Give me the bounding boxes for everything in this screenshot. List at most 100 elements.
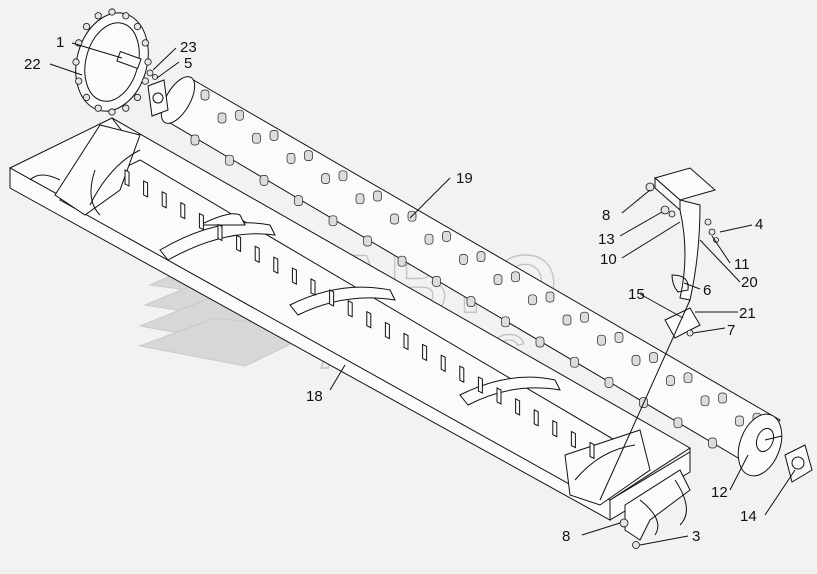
frame-tine bbox=[384, 321, 390, 340]
wheel-tooth bbox=[141, 39, 149, 47]
frame-tine bbox=[366, 310, 372, 329]
frame-tine bbox=[124, 169, 130, 187]
wheel-tooth bbox=[108, 8, 116, 16]
roller-stud bbox=[328, 215, 338, 227]
roller-stud bbox=[708, 437, 717, 449]
callout-19: 19 bbox=[456, 170, 473, 187]
callout-22: 22 bbox=[24, 56, 41, 73]
leader-lines bbox=[49, 42, 796, 546]
frame-assembly bbox=[8, 117, 691, 541]
frame-tine bbox=[143, 180, 149, 198]
roller-stud bbox=[235, 109, 244, 121]
frame-tine bbox=[477, 376, 483, 394]
left-wheel-hub bbox=[116, 50, 142, 70]
right-hub-disc bbox=[737, 413, 783, 477]
callout-3: 3 bbox=[692, 528, 700, 545]
frame-tine bbox=[310, 278, 316, 296]
roller-stud bbox=[631, 355, 641, 366]
roller-stud bbox=[700, 395, 710, 407]
wheel-tooth bbox=[122, 104, 130, 112]
callout-1: 1 bbox=[56, 34, 64, 51]
callout-5: 5 bbox=[184, 55, 192, 72]
roller-stud bbox=[397, 255, 407, 267]
wheel-tooth bbox=[133, 22, 142, 31]
roller-stud bbox=[597, 334, 606, 346]
frame-tine bbox=[329, 289, 335, 307]
wheel-tooth bbox=[94, 12, 102, 20]
roller-stud bbox=[217, 112, 227, 124]
roller-stud bbox=[666, 375, 675, 386]
roller-stud bbox=[442, 231, 451, 242]
roller-stud bbox=[390, 213, 399, 225]
roller-drum-left-end bbox=[160, 76, 196, 124]
frame-tine-row bbox=[124, 169, 595, 460]
roller-stud bbox=[673, 417, 683, 429]
callout-8-bottom: 8 bbox=[562, 528, 570, 545]
roller-stud-pattern bbox=[190, 89, 762, 469]
frame-tine bbox=[217, 223, 223, 242]
nut-8-top bbox=[645, 182, 655, 192]
roller-stud bbox=[269, 130, 279, 141]
frame-tine bbox=[570, 430, 576, 449]
frame-tine bbox=[198, 212, 204, 231]
frame-tine bbox=[422, 343, 428, 362]
roller-stud bbox=[190, 134, 200, 146]
frame-tine bbox=[291, 267, 297, 285]
frame-tine bbox=[161, 190, 167, 209]
frame-tine bbox=[347, 299, 353, 318]
roller-stud bbox=[355, 193, 365, 205]
roller-stud bbox=[545, 291, 555, 303]
callout-18: 18 bbox=[306, 388, 323, 405]
frame-tine bbox=[589, 441, 595, 460]
roller-stud bbox=[432, 276, 441, 287]
roller-stud bbox=[718, 392, 727, 404]
scraper-bracket-assembly bbox=[599, 167, 719, 501]
roller-stud bbox=[604, 377, 614, 388]
roller-stud bbox=[252, 132, 261, 144]
wheel-tooth bbox=[94, 104, 102, 112]
wheel-tooth bbox=[122, 12, 130, 20]
wheel-tooth bbox=[133, 93, 142, 102]
roller-stud bbox=[304, 150, 313, 161]
wheel-tooth bbox=[75, 77, 83, 85]
callout-23: 23 bbox=[180, 39, 197, 56]
nut-13 bbox=[660, 205, 670, 215]
frame-tine bbox=[403, 332, 409, 351]
roller-stud bbox=[683, 372, 693, 384]
wheel-tooth bbox=[72, 58, 80, 66]
scraper-plate-15 bbox=[664, 307, 701, 339]
frame-right-end-plate bbox=[564, 429, 651, 506]
frame-right-lower-bracket bbox=[624, 469, 691, 541]
wheel-tooth bbox=[108, 108, 116, 116]
roller-stud bbox=[225, 154, 234, 166]
frame-tine bbox=[440, 354, 446, 373]
roller-stud bbox=[459, 254, 468, 265]
bolt-3 bbox=[632, 541, 640, 549]
right-flange-bearing bbox=[784, 444, 813, 483]
roller-stud bbox=[528, 294, 537, 306]
roller-stud bbox=[424, 233, 434, 245]
roller-stud bbox=[562, 314, 572, 326]
roller-stud bbox=[363, 235, 372, 247]
wheel-tooth bbox=[82, 93, 91, 102]
roller-stud bbox=[286, 153, 296, 164]
callout-labels: 1 22 23 5 19 8 13 10 4 11 20 6 15 21 7 1… bbox=[24, 34, 763, 545]
frame-tine bbox=[236, 234, 242, 253]
callout-20: 20 bbox=[741, 274, 758, 291]
roller-stud bbox=[614, 332, 624, 343]
roller-stud bbox=[735, 415, 744, 427]
frame-tine bbox=[254, 245, 260, 264]
frame-tine bbox=[533, 408, 539, 427]
roller-stud bbox=[649, 352, 658, 363]
roller-stud bbox=[259, 175, 269, 186]
frame-tine bbox=[180, 201, 186, 220]
bracket-spring-arm bbox=[679, 199, 701, 301]
roller-stud bbox=[511, 271, 520, 283]
left-hub-flange bbox=[146, 69, 169, 117]
roller-stud bbox=[321, 173, 330, 184]
roller-stud bbox=[501, 316, 510, 328]
callout-12: 12 bbox=[711, 484, 728, 501]
frame-tine bbox=[496, 387, 502, 405]
